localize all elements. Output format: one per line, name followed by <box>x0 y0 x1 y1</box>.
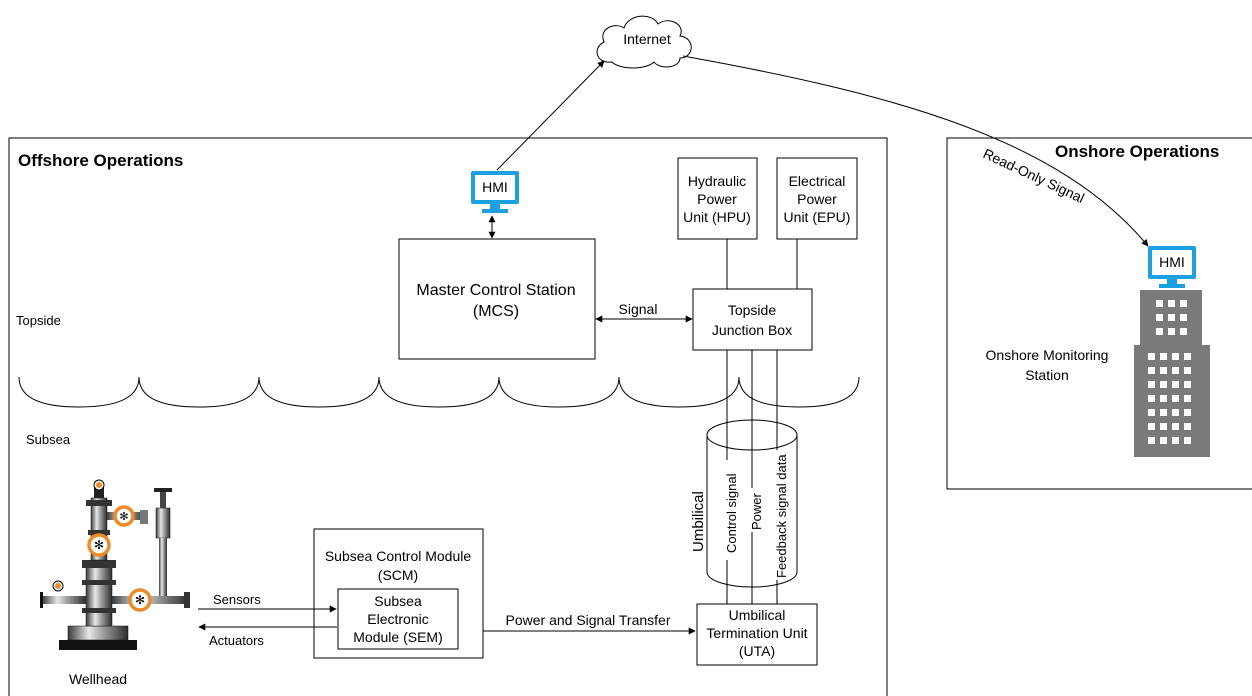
onshore-title: Onshore Operations <box>1055 142 1219 161</box>
svg-text:✻: ✻ <box>135 593 145 607</box>
uta-label-line2: Termination Unit <box>706 625 807 641</box>
hpu-label-line3: Unit (HPU) <box>683 209 751 225</box>
epu-label-line1: Electrical <box>789 173 846 189</box>
svg-text:✻: ✻ <box>119 511 128 523</box>
uta-label-line3: (UTA) <box>739 643 775 659</box>
hmi-label: HMI <box>482 179 508 195</box>
onshore-station-label-line1: Onshore Monitoring <box>986 347 1109 363</box>
wellhead-label: Wellhead <box>69 671 127 687</box>
onshore-station-label-line2: Station <box>1025 367 1069 383</box>
feedback-label: Feedback signal data <box>774 454 789 578</box>
epu-label-line2: Power <box>797 191 837 207</box>
internet-cloud-icon <box>596 15 692 69</box>
hmi-monitor-icon <box>471 171 519 213</box>
power-label: Power <box>749 492 764 530</box>
offshore-container <box>8 137 888 696</box>
sem-box <box>337 588 459 650</box>
read-only-signal-connector <box>682 55 1149 247</box>
junction-label-line1: Topside <box>728 302 776 318</box>
hpu-label-line1: Hydraulic <box>688 173 746 189</box>
internet-label: Internet <box>623 31 671 47</box>
office-building-icon <box>1134 290 1210 457</box>
onshore-hmi-monitor-icon <box>1148 246 1196 288</box>
signal-label: Signal <box>619 301 658 317</box>
mcs-label-line2: (MCS) <box>473 303 519 320</box>
actuators-label: Actuators <box>209 633 264 648</box>
sensors-label: Sensors <box>213 592 261 607</box>
epu-label-line3: Unit (EPU) <box>784 209 851 225</box>
scm-label-line1: Subsea Control Module <box>325 548 472 564</box>
hpu-label-line2: Power <box>697 191 737 207</box>
scm-label-line2: (SCM) <box>378 567 418 583</box>
umbilical-label: Umbilical <box>690 491 707 552</box>
subsea-label: Subsea <box>26 432 71 447</box>
mcs-box <box>398 238 596 360</box>
power-signal-transfer-label: Power and Signal Transfer <box>506 612 671 628</box>
mcs-label-line1: Master Control Station <box>416 282 575 299</box>
hpu-box <box>677 157 758 240</box>
offshore-title: Offshore Operations <box>18 151 183 170</box>
uta-label-line1: Umbilical <box>729 607 786 623</box>
onshore-container <box>946 137 1252 490</box>
control-signal-label: Control signal <box>724 473 739 553</box>
junction-box <box>692 288 813 351</box>
wellhead-icon: ✻ ✻ ✻ <box>40 479 190 650</box>
topside-label: Topside <box>16 313 61 328</box>
onshore-hmi-label: HMI <box>1159 254 1185 270</box>
sem-label-line3: Module (SEM) <box>353 629 442 645</box>
uta-box <box>696 603 818 666</box>
svg-text:✻: ✻ <box>94 538 104 552</box>
sem-label-line2: Electronic <box>367 611 428 627</box>
junction-label-line2: Junction Box <box>712 322 792 338</box>
epu-box <box>776 157 858 240</box>
sea-surface-wave <box>18 376 860 408</box>
hmi-internet-connector <box>496 60 605 171</box>
sem-label-line1: Subsea <box>374 593 422 609</box>
